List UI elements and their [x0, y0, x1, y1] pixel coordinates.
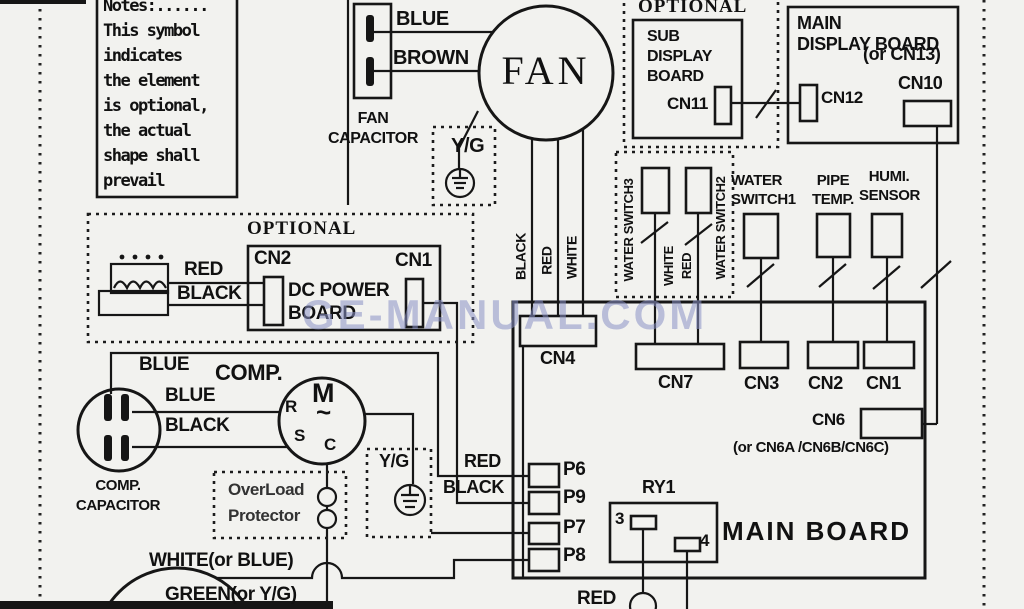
fan-ground-label: Y/G [451, 135, 485, 157]
main-display-board-label: MAIN DISPLAY BOARD [797, 13, 939, 54]
comp-ground [365, 447, 529, 539]
dc-power-board-label: DC POWER BOARD [288, 280, 390, 324]
fan-red-label: RED [538, 246, 555, 275]
p7-label: P7 [563, 517, 586, 538]
overload-label: OverLoad Protector [228, 480, 305, 525]
watermark: GE-MANUAL.COM [302, 291, 708, 338]
dc-cn1-label: CN1 [395, 250, 432, 271]
power-green-label: GREEN(or Y/G) [165, 584, 297, 605]
fan-motor [477, 4, 615, 317]
dc-power-board [86, 212, 529, 505]
fan-brown-label: BROWN [393, 47, 469, 69]
notes-text: Notes:...... This symbol indicates the e… [103, 0, 209, 191]
fan-capacitor [352, 2, 492, 100]
cn6-label: CN6 [812, 410, 845, 429]
p9-black-label: BLACK [443, 477, 504, 497]
water-switch1-label: WATER SWITCH1 [731, 172, 796, 208]
motor-c-label: C [324, 435, 336, 454]
comp-title-label: COMP. [215, 360, 283, 385]
notes-box [95, 0, 239, 199]
ry1-t4-label: 4 [700, 531, 710, 550]
motor-m-label: M [312, 378, 335, 408]
overload-box [212, 470, 348, 540]
motor-r-label: R [285, 397, 297, 416]
cn7-label: CN7 [658, 372, 693, 392]
dc-optional-label: OPTIONAL [247, 218, 357, 239]
ry1-wires [628, 529, 689, 609]
p9-label: P9 [563, 487, 586, 508]
comp-capacitor-label: COMP. CAPACITOR [75, 477, 161, 514]
main-board-label: MAIN BOARD [722, 516, 911, 546]
comp-ground-label: Y/G [379, 451, 409, 471]
fan-white-label: WHITE [563, 236, 580, 280]
sub-display-optional-label: OPTIONAL [638, 0, 748, 17]
or-cn13-label: (or CN13) [863, 44, 941, 64]
cn12-label: CN12 [821, 88, 863, 107]
comp-wires [109, 351, 529, 609]
fan-ground [431, 110, 497, 207]
p6-label: P6 [563, 459, 586, 480]
main-board-outline [511, 300, 927, 580]
comp-motor [277, 376, 367, 466]
dc-black-label: BLACK [177, 283, 242, 304]
cn10-label: CN10 [898, 73, 943, 93]
cn3-label: CN3 [744, 373, 779, 393]
cn6-alt-label: (or CN6A /CN6B/CN6C) [733, 439, 889, 456]
fan-capacitor-label: FAN CAPACITOR [327, 110, 419, 147]
ry1-label: RY1 [642, 477, 676, 497]
dc-red-label: RED [184, 259, 223, 280]
p6-red-label: RED [464, 451, 501, 471]
comp-black-label: BLACK [165, 415, 230, 436]
sensor-water-switch1 [742, 212, 780, 343]
comp-blue-label: BLUE [165, 385, 216, 406]
dc-cn2-label: CN2 [254, 248, 291, 269]
p8-label: P8 [563, 545, 586, 566]
sub-display-board-label: SUB DISPLAY BOARD [647, 28, 713, 85]
outer-border [0, 0, 986, 609]
motor-s-label: S [294, 426, 305, 445]
fan-label: FAN [501, 48, 591, 93]
cn4-label: CN4 [540, 348, 575, 368]
comp-capacitor [76, 387, 162, 473]
comp-blue-top-label: BLUE [139, 354, 190, 375]
ry1-t3-label: 3 [615, 509, 625, 528]
red-plug-label: RED [577, 588, 616, 609]
power-white-label: WHITE(or BLUE) [149, 550, 294, 571]
water-switch-box [614, 150, 735, 345]
fan-black-label: BLACK [512, 233, 529, 281]
main-display-board [786, 5, 960, 145]
motor-tilde-label: ~ [316, 397, 331, 427]
water-switch2-label: WATER SWITCH2 [712, 176, 728, 280]
power-plug [104, 558, 529, 609]
cn11-label: CN11 [667, 94, 708, 113]
pipe-temp-label: PIPE TEMP. [812, 172, 854, 208]
humi-sensor-label: HUMI. SENSOR [859, 168, 920, 204]
water-switch3-label: WATER SWITCH3 [620, 178, 636, 282]
fan-blue-label: BLUE [396, 8, 449, 30]
sensor-pipe-temp [815, 212, 852, 343]
sensor-humi [870, 212, 904, 343]
cn2-right-label: CN2 [808, 373, 843, 393]
cn1-right-label: CN1 [866, 373, 901, 393]
